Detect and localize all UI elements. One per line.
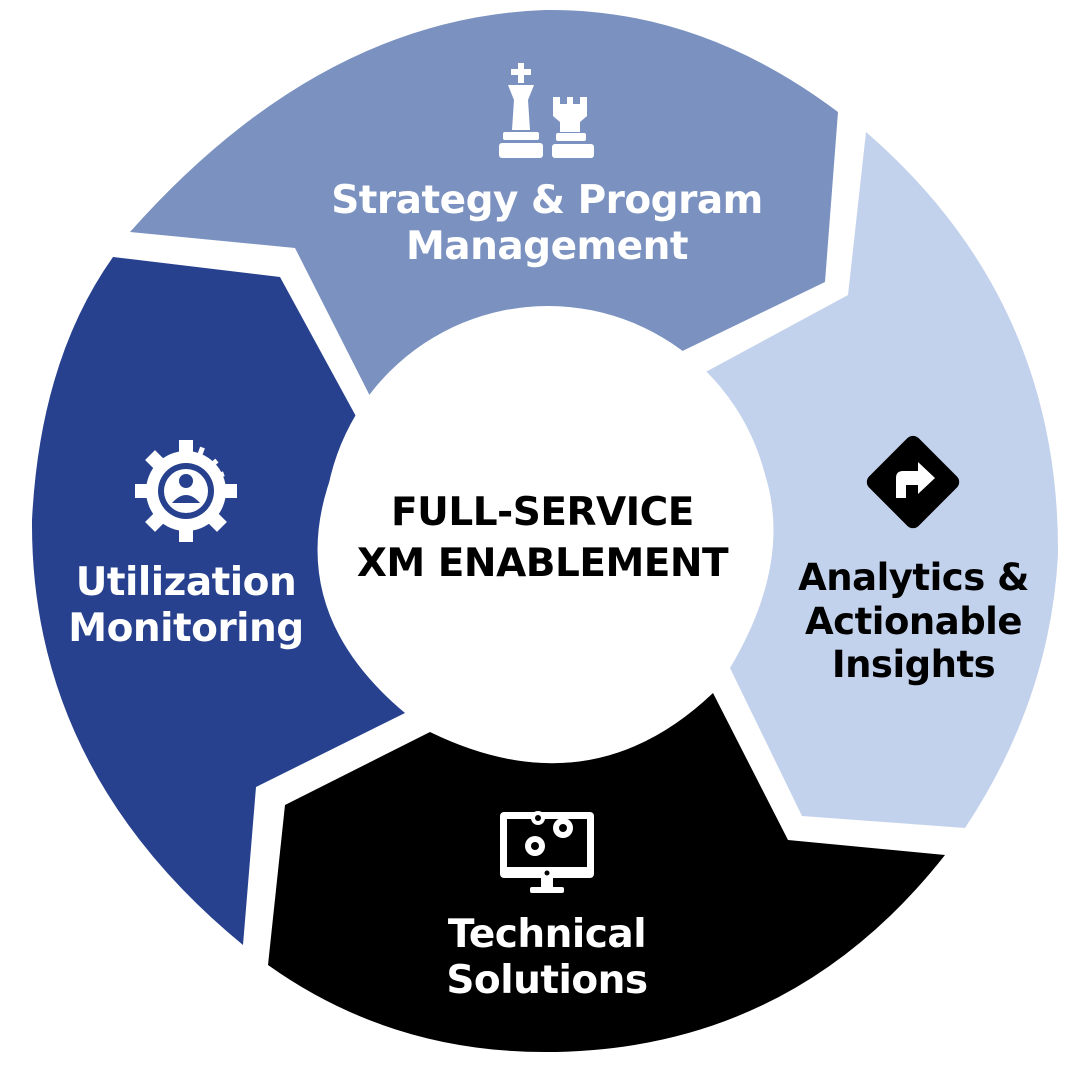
center-circle <box>324 306 772 754</box>
segment-analytics-label: Analytics & Actionable Insights <box>776 556 1051 687</box>
segment-analytics-label-line-3: Insights <box>831 643 996 687</box>
road-sign-turn-right-icon <box>866 435 960 529</box>
segment-technical-label-line-2: Solutions <box>446 958 648 1004</box>
center-title-line-1: FULL-SERVICE <box>391 490 694 535</box>
segment-utilization-label: Utilization Monitoring <box>56 560 316 652</box>
segment-strategy-label: Strategy & Program Management <box>322 178 772 270</box>
segment-technical <box>268 693 945 1052</box>
segment-strategy-label-line-1: Strategy & Program <box>331 178 763 223</box>
monitor-gears-icon <box>500 811 594 893</box>
segment-utilization-label-line-2: Monitoring <box>68 606 304 652</box>
segment-utilization-label-line-1: Utilization <box>75 560 297 605</box>
segment-technical-label: Technical Solutions <box>407 912 687 1004</box>
segment-analytics-label-line-2: Actionable <box>805 599 1022 643</box>
chess-king-rook-icon <box>499 63 594 158</box>
segment-technical-label-line-1: Technical <box>447 912 647 957</box>
segment-strategy-label-line-2: Management <box>405 224 689 270</box>
center-title-line-2: XM ENABLEMENT <box>356 540 729 586</box>
segment-analytics-label-line-1: Analytics & <box>798 556 1029 599</box>
segment-utilization <box>31 257 406 945</box>
segment-strategy <box>130 9 838 401</box>
center-title: FULL-SERVICE XM ENABLEMENT <box>330 488 755 589</box>
